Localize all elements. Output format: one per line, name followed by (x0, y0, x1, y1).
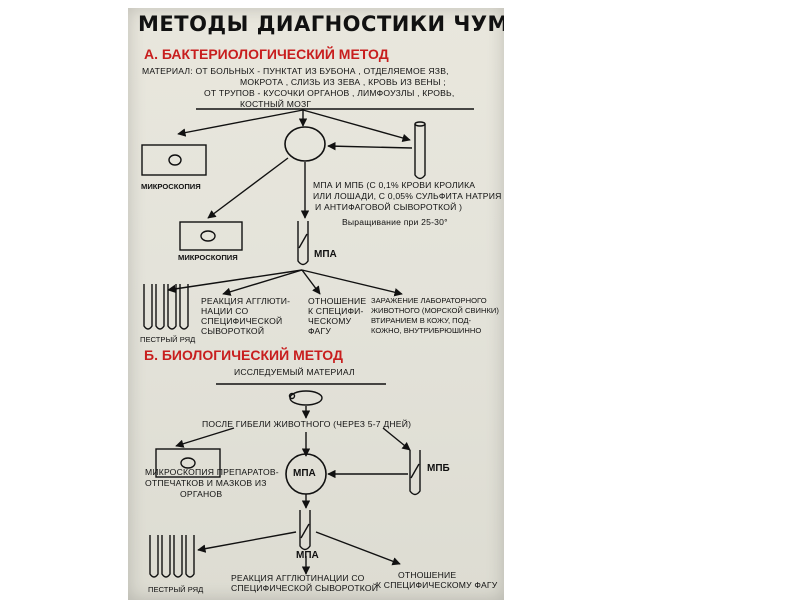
slide-b (155, 448, 221, 478)
phage-b-1: Отношение (398, 570, 457, 580)
after-death-label: После гибели животного (через 5-7 дней) (202, 419, 412, 429)
diagnostic-poster: Методы диагностики чумы А. Бактериологич… (128, 8, 504, 600)
petri-dish-a (284, 126, 326, 162)
phage-a-3: ческому (308, 316, 352, 326)
agglutination-b-1: Реакция агглютинации со (231, 573, 365, 583)
mouse-icon (289, 390, 323, 406)
mpa-label-b: МПА (293, 468, 316, 479)
mpa-label-b-2: МПА (296, 550, 319, 561)
material-line-3: от трупов - кусочки органов , лимфоузлы … (204, 88, 455, 98)
tube-mpb-b (409, 450, 421, 496)
agglutination-a-2: нации со (201, 306, 249, 316)
microscopy-b-2: отпечатков и мазков из (145, 478, 267, 488)
material-line-1: Материал: от больных - пунктат из бубона… (142, 66, 449, 76)
microscopy-b-1: Микроскопия препаратов- (145, 467, 279, 477)
agglutination-a-4: сывороткой (201, 326, 265, 336)
slide-a-1 (141, 144, 207, 176)
section-b-material: Исследуемый материал (234, 367, 355, 377)
media-line-2: или лошади, с 0,05% сульфита натрия (313, 191, 502, 201)
flow-diagram-lines (141, 108, 474, 578)
infection-4: кожно, внутрибрюшинно (371, 326, 482, 335)
agglutination-a-1: Реакция агглюти- (201, 296, 291, 306)
slide-a-2 (179, 221, 243, 251)
section-b-heading: Б. Биологический метод (144, 347, 343, 363)
media-line-3: и антифаговой сывороткой ) (315, 202, 463, 212)
tube-a-top (414, 124, 426, 180)
phage-a-2: к специфи- (308, 306, 364, 316)
microscopy-label-2: Микроскопия (178, 253, 238, 262)
material-line-2: мокрота , слизь из зева , кровь из вены … (240, 77, 446, 87)
growth-temperature: Выращивание при 25-30° (342, 217, 448, 227)
phage-a-4: фагу (308, 326, 331, 336)
poster-title: Методы диагностики чумы (138, 12, 504, 36)
agglutination-b-2: специфической сывороткой (231, 583, 379, 593)
mpb-label-b: МПБ (427, 463, 450, 474)
infection-3: втиранием в кожу, под- (371, 316, 472, 325)
specimen-a-2 (200, 230, 216, 242)
microscopy-b-3: органов (180, 489, 223, 499)
section-a-heading: А. Бактериологический метод (144, 46, 389, 62)
material-line-4: костный мозг (240, 99, 312, 109)
variegated-row-label-b: Пестрый ряд (148, 585, 204, 594)
agglutination-a-3: специфической (201, 316, 283, 326)
media-line-1: МПА и МПБ (с 0,1% крови кролика (313, 180, 476, 190)
phage-a-1: Отношение (308, 296, 367, 306)
infection-1: Заражение лабораторного (371, 296, 487, 305)
tube-mpa-a (297, 221, 309, 266)
specimen-a-1 (168, 154, 182, 166)
variegated-row-label-a: Пестрый ряд (140, 335, 196, 344)
phage-b-2: к специфическому фагу (376, 580, 498, 590)
mpa-label-a: МПА (314, 249, 337, 260)
infection-2: животного (морской свинки) (371, 306, 499, 315)
microscopy-label-1: Микроскопия (141, 182, 201, 191)
